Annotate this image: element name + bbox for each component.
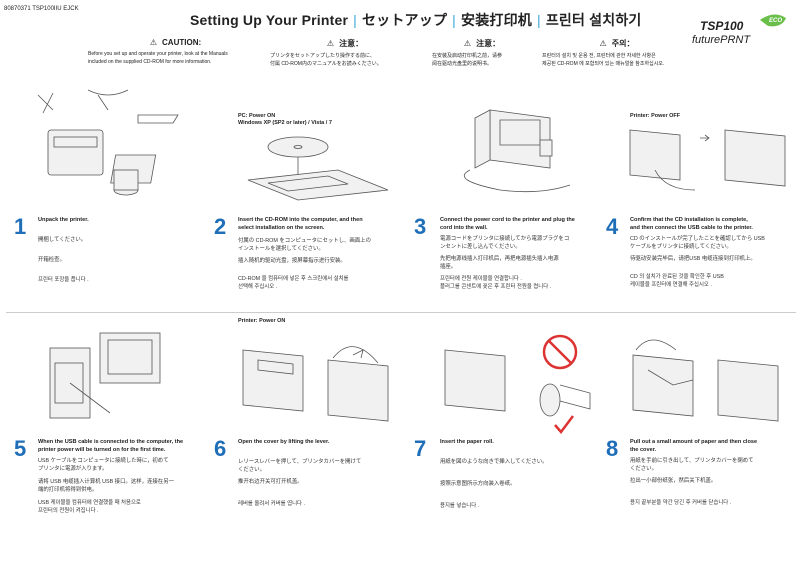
logo-brand: TSP100 <box>700 19 744 33</box>
illustration-open-cover <box>242 346 389 422</box>
step-7: Insert the paper roll. 用紙を図のような向きで挿入してくだ… <box>440 439 548 509</box>
panel-label-printer-off: Printer: Power OFF <box>630 113 681 119</box>
title-ja: セットアップ <box>361 12 448 28</box>
illustration-close-cover <box>632 339 779 422</box>
illustration-usb-computer <box>49 332 161 419</box>
document-id: 80870371 TSP100IIU EJCK <box>4 6 79 12</box>
caution-ja: ⚠注意： プリンタをセットアップしたり操作する前に、付属 CD-ROM内のマニュ… <box>270 39 382 67</box>
step-number-1: 1 <box>14 214 27 239</box>
step-number-6: 6 <box>214 436 227 461</box>
illustration-power-cord <box>463 109 571 193</box>
warning-icon: ⚠ <box>326 39 335 48</box>
panel-label-printer-on: Printer: Power ON <box>238 318 286 324</box>
title-ko: 프린터 설치하기 <box>545 12 642 28</box>
step-number-8: 8 <box>606 436 619 461</box>
warning-icon: ⚠ <box>463 39 472 48</box>
caution-zh: ⚠注意： 在安装及启动打印机之前，请参阅在驱动光盘里的说明书。 <box>432 39 503 67</box>
step-1: Unpack the printer. 開梱してください。 开箱检查。 프린터 … <box>38 216 208 284</box>
page-title: Setting Up Your Printer|セットアップ|安装打印机|프린터… <box>190 12 642 28</box>
step-8: Pull out a small amount of paper and the… <box>630 439 758 506</box>
illustration-paper-roll <box>444 334 591 434</box>
title-zh: 安装打印机 <box>461 12 532 28</box>
caution-en: ⚠CAUTION: Before you set up and operate … <box>88 38 228 65</box>
step-3: Connect the power cord to the printer an… <box>440 217 575 290</box>
warning-icon: ⚠ <box>149 38 158 47</box>
step-5: When the USB cable is connected to the c… <box>38 439 184 514</box>
step-number-7: 7 <box>414 436 427 461</box>
illustration-cdrom <box>247 136 389 201</box>
step-6: Open the cover by lifting the lever. レリー… <box>238 439 362 507</box>
step-4: Confirm that the CD installation is comp… <box>630 217 765 288</box>
title-en: Setting Up Your Printer <box>190 12 349 28</box>
step-number-4: 4 <box>606 214 619 239</box>
illustration-usb-cable <box>629 129 786 191</box>
warning-icon: ⚠ <box>599 39 607 48</box>
step-number-5: 5 <box>14 436 27 461</box>
step-number-3: 3 <box>414 214 427 239</box>
logo-graphic: ECO TSP100 futurePRNT <box>692 14 786 46</box>
step-number-2: 2 <box>214 214 227 239</box>
step-heading: Unpack the printer. <box>38 217 89 223</box>
checkmark-icon <box>554 415 574 434</box>
row-divider <box>6 312 796 313</box>
illustration-unpack <box>37 89 179 196</box>
brand-logo: ECO TSP100 futurePRNT <box>690 10 790 48</box>
step-2: Insert the CD-ROM into the computer, and… <box>238 217 371 290</box>
logo-badge: ECO <box>769 18 782 24</box>
logo-tag: futurePRNT <box>692 34 751 46</box>
